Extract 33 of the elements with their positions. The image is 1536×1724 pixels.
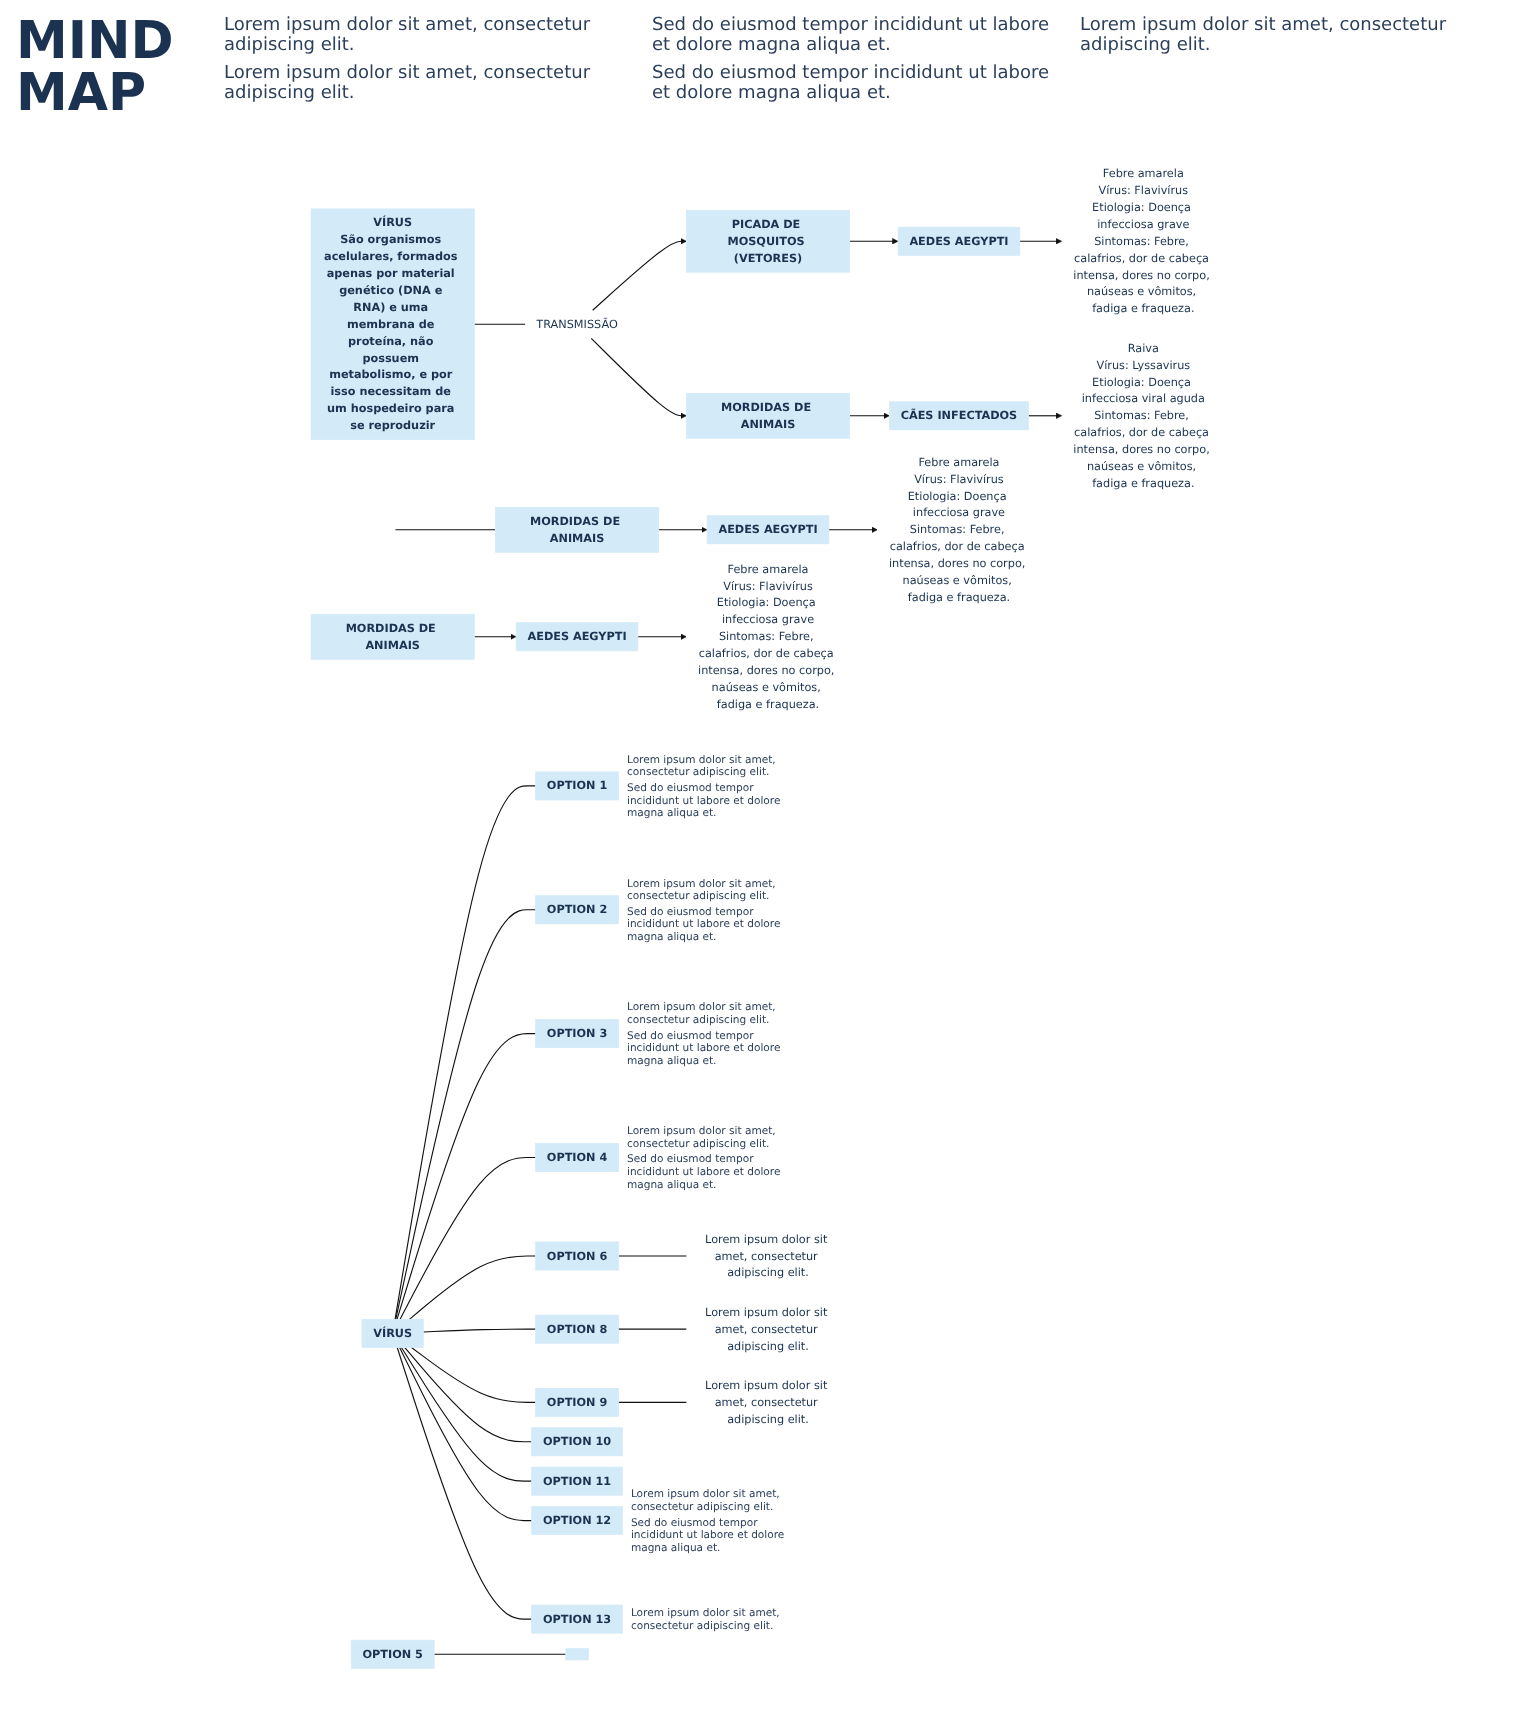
connector <box>399 1156 537 1320</box>
connector <box>408 1255 537 1320</box>
connector <box>404 1346 533 1443</box>
title: MIND MAP <box>16 16 176 120</box>
connector <box>396 1346 533 1620</box>
arrow <box>658 526 708 533</box>
connector <box>617 1401 687 1403</box>
note-text: Lorem ipsum dolor sit amet, consectetur adipiscing elit. <box>1080 16 1449 56</box>
connector <box>394 785 537 1320</box>
connector <box>396 1033 537 1320</box>
arrow <box>849 238 899 245</box>
connector <box>410 1346 537 1403</box>
connector <box>617 1328 687 1330</box>
arrow <box>1027 412 1062 419</box>
connector <box>399 1346 533 1522</box>
connector <box>433 1653 567 1655</box>
arrow <box>1019 238 1062 245</box>
connector <box>422 1328 537 1333</box>
connector <box>473 323 526 325</box>
connector <box>394 529 496 531</box>
arrow <box>849 412 890 419</box>
arrow <box>637 633 687 640</box>
arrow <box>590 337 687 419</box>
arrow <box>828 526 878 533</box>
connector <box>400 1346 533 1482</box>
node-box <box>565 1648 589 1661</box>
note-text: Sed do eiusmod tempor incididunt ut labore et dolore magna aliqua et. <box>652 16 1052 56</box>
arrow <box>592 238 687 311</box>
note-text: Lorem ipsum dolor sit amet, consectetur adipiscing elit. <box>224 64 593 104</box>
note-text: Lorem ipsum dolor sit amet, consectetur adipiscing elit. <box>224 16 593 56</box>
arrow <box>473 633 517 640</box>
note-text: Sed do eiusmod tempor incididunt ut labore et dolore magna aliqua et. <box>652 64 1052 104</box>
connector <box>395 909 537 1320</box>
